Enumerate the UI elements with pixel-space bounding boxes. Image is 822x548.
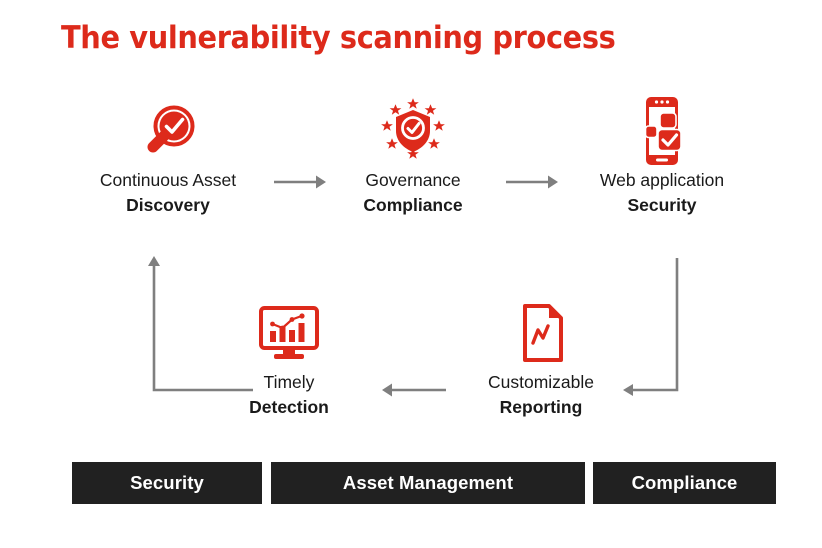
arrow-right-icon — [274, 175, 326, 189]
mobile-check-icon — [556, 96, 768, 168]
magnifier-check-icon — [42, 96, 294, 168]
step-strong-text: Security — [627, 195, 697, 215]
process-step-reporting: Customizable Reporting — [446, 298, 636, 420]
step-lead-text: Customizable — [487, 372, 595, 392]
process-step-compliance: Governance Compliance — [320, 96, 506, 218]
step-strong-text: Discovery — [126, 195, 210, 215]
step-lead-text: Continuous Asset — [99, 170, 237, 190]
shield-stars-check-icon — [320, 96, 506, 168]
document-chart-icon — [446, 298, 636, 370]
arrow-right-icon — [506, 175, 558, 189]
monitor-chart-icon — [196, 298, 382, 370]
process-step-detection-label: Timely Detection — [196, 370, 382, 420]
footer-bar-security[interactable]: Security — [72, 462, 262, 504]
footer-bar-asset-management[interactable]: Asset Management — [271, 462, 585, 504]
process-step-reporting-label: Customizable Reporting — [446, 370, 636, 420]
process-step-detection: Timely Detection — [196, 298, 382, 420]
arrow-elbow-down-left-icon — [623, 258, 679, 396]
footer-bar-compliance[interactable]: Compliance — [593, 462, 776, 504]
process-step-discovery-label: Continuous Asset Discovery — [42, 168, 294, 218]
page-title: The vulnerability scanning process — [61, 20, 616, 56]
process-step-security-label: Web application Security — [556, 168, 768, 218]
step-lead-text: Timely — [263, 372, 315, 392]
arrow-left-icon — [382, 383, 446, 397]
step-strong-text: Detection — [249, 397, 329, 417]
step-lead-text: Governance — [365, 170, 461, 190]
step-strong-text: Reporting — [499, 397, 583, 417]
step-lead-text: Web application — [599, 170, 725, 190]
arrow-elbow-left-up-icon — [148, 256, 253, 392]
step-strong-text: Compliance — [363, 195, 463, 215]
process-step-discovery: Continuous Asset Discovery — [42, 96, 294, 218]
process-step-security: Web application Security — [556, 96, 768, 218]
process-step-compliance-label: Governance Compliance — [320, 168, 506, 218]
